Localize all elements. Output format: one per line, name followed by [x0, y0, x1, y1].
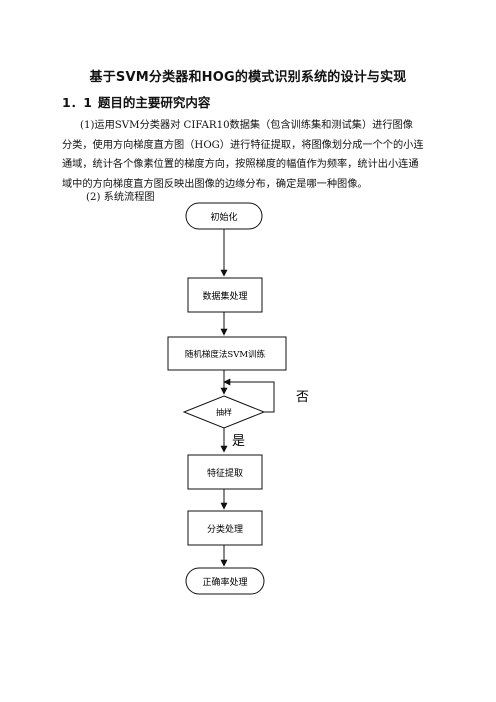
end-terminal [185, 567, 265, 595]
flowchart-subheading: (2) 系统流程图 [86, 192, 155, 203]
section-heading-text: 题目的主要研究内容 [97, 95, 211, 110]
body-paragraph: (1)运用SVM分类器对 CIFAR10数据集（包含训练集和测试集）进行图像 分… [62, 116, 432, 194]
step-feature-extraction-box [187, 454, 263, 490]
start-label: 初始化 [210, 211, 237, 223]
decision-label: 抽样 [216, 407, 232, 417]
paragraph-line-3: 通域，统计各个像素位置的梯度方向，按照梯度的幅值作为频率，统计出小连通 [62, 159, 419, 171]
step-dataset-label: 数据集处理 [202, 290, 247, 302]
step-feature-extraction-label: 特征提取 [207, 467, 243, 479]
flowchart-diagram: 初始化 数据集处理 随机梯度法SVM训练 抽样 否 是 特征提取 分类处理 正确… [167, 202, 309, 595]
step-svm-training-box [167, 336, 287, 371]
paragraph-line-1: (1)运用SVM分类器对 CIFAR10数据集（包含训练集和测试集）进行图像 [80, 120, 413, 131]
section-heading: 1．1 题目的主要研究内容 [62, 92, 210, 111]
decision-yes-label: 是 [232, 434, 245, 449]
arrow-decision-no-loop [223, 378, 275, 413]
end-label: 正确率处理 [202, 576, 247, 588]
step-dataset-box [187, 277, 263, 313]
section-number: 1．1 [62, 95, 92, 110]
step-classification-box [187, 510, 263, 546]
document-title: 基于SVM分类器和HOG的模式识别系统的设计与实现 [89, 70, 407, 85]
paragraph-line-4: 域中的方向梯度直方图反映出图像的边缘分布，确定是哪一种图像。 [62, 178, 368, 190]
step-classification-label: 分类处理 [207, 523, 243, 535]
paragraph-line-2: 分类，使用方向梯度直方图（HOG）进行特征提取，将图像划分成一个个的小连 [62, 139, 424, 151]
step-svm-training-label: 随机梯度法SVM训练 [185, 349, 266, 360]
decision-no-label: 否 [296, 390, 309, 405]
